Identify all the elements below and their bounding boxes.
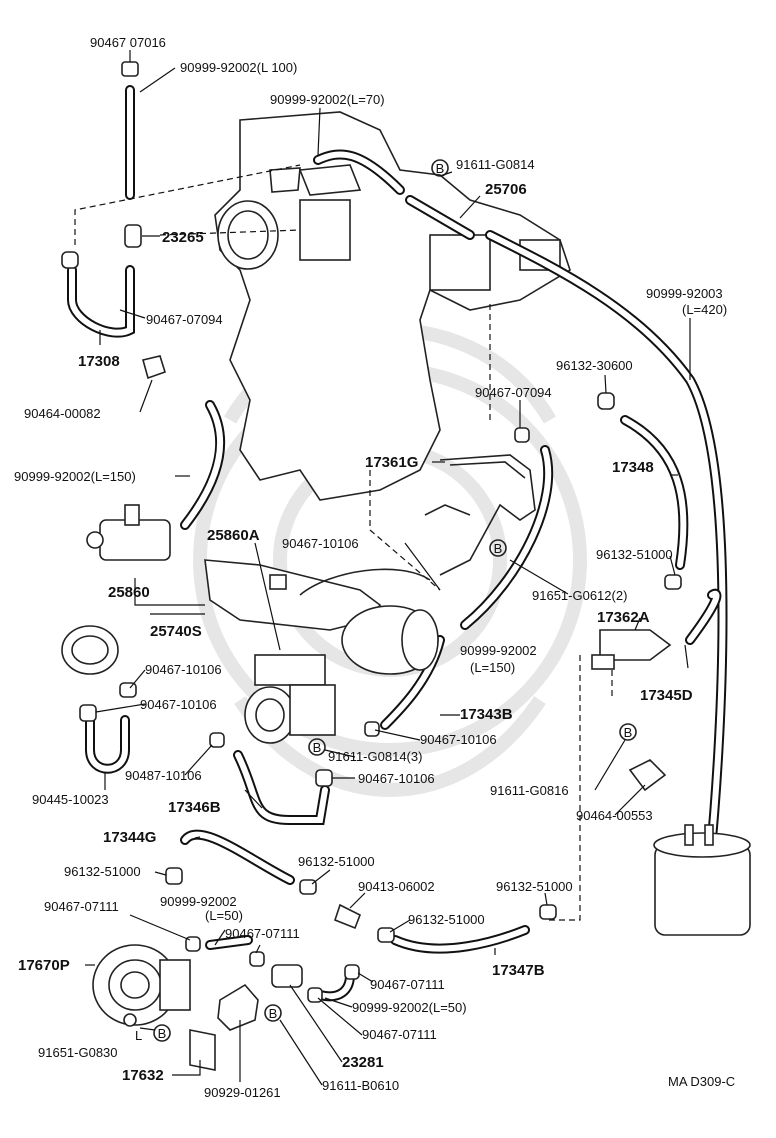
label-l-mark: L xyxy=(135,1028,142,1043)
label-90467-07016: 90467 07016 xyxy=(90,35,166,50)
label-91611-g0816: 91611-G0816 xyxy=(490,783,569,798)
components xyxy=(61,61,751,1071)
b-marker: B xyxy=(313,740,322,755)
label-17344g: 17344G xyxy=(103,829,156,846)
label-17361g: 17361G xyxy=(365,454,418,471)
label-hose-l50-b: (L=50) xyxy=(205,908,243,923)
leader-lines xyxy=(85,50,691,1086)
label-hose-l150-left: 90999-92002(L=150) xyxy=(14,469,136,484)
label-90467-07111-d: 90467-07111 xyxy=(362,1027,437,1042)
b-marker: B xyxy=(624,725,633,740)
b-markers: B B B B B B xyxy=(153,159,637,1042)
label-hose-l50-right: 90999-92002(L=50) xyxy=(352,1000,467,1015)
label-hose-l150-mid-a: 90999-92002 xyxy=(460,643,537,658)
b-marker: B xyxy=(158,1026,167,1041)
label-17670p: 17670P xyxy=(18,957,70,974)
label-96132-51000-bot: 96132-51000 xyxy=(408,912,485,927)
label-17362a: 17362A xyxy=(597,609,650,626)
label-17343b: 17343B xyxy=(460,706,513,723)
label-96132-30600: 96132-30600 xyxy=(556,358,633,373)
label-hose-l420-b: (L=420) xyxy=(682,302,727,317)
label-17308: 17308 xyxy=(78,353,120,370)
label-91611-b0610: 91611-B0610 xyxy=(322,1078,399,1093)
label-90467-10106-a: 90467-10106 xyxy=(282,536,359,551)
label-17347b: 17347B xyxy=(492,962,545,979)
reference-lines xyxy=(74,164,613,921)
label-17345d: 17345D xyxy=(640,687,693,704)
label-90467-07094-left: 90467-07094 xyxy=(146,312,223,327)
part-labels: 90467 07016 90999-92002(L 100) 90999-920… xyxy=(14,35,735,1100)
label-96132-51000-right: 96132-51000 xyxy=(596,547,673,562)
label-90467-10106-c: 90467-10106 xyxy=(140,697,217,712)
label-90413-06002: 90413-06002 xyxy=(358,879,435,894)
b-marker: B xyxy=(269,1006,278,1021)
label-23265: 23265 xyxy=(162,229,204,246)
label-hose-l100: 90999-92002(L 100) xyxy=(180,60,297,75)
label-17346b: 17346B xyxy=(168,799,221,816)
diagram-code: MA D309-C xyxy=(668,1074,735,1089)
label-17632: 17632 xyxy=(122,1067,164,1084)
label-17348: 17348 xyxy=(612,459,654,476)
label-25740s: 25740S xyxy=(150,623,202,640)
label-25706: 25706 xyxy=(485,181,527,198)
label-91611-g0814-top: 91611-G0814 xyxy=(456,157,535,172)
label-90487-10106: 90487-10106 xyxy=(125,768,202,783)
label-91651-g0612: 91651-G0612(2) xyxy=(532,588,627,603)
label-90445-10023: 90445-10023 xyxy=(32,792,109,807)
label-90464-00082: 90464-00082 xyxy=(24,406,101,421)
label-90467-07111-b: 90467-07111 xyxy=(225,926,300,941)
b-marker: B xyxy=(494,541,503,556)
label-23281: 23281 xyxy=(342,1054,384,1071)
label-96132-51000-low: 96132-51000 xyxy=(496,879,573,894)
label-90467-07111-a: 90467-07111 xyxy=(44,899,119,914)
label-96132-51000-left: 96132-51000 xyxy=(64,864,141,879)
label-96132-51000-mid: 96132-51000 xyxy=(298,854,375,869)
label-90929-01261: 90929-01261 xyxy=(204,1085,281,1100)
label-hose-l70: 90999-92002(L=70) xyxy=(270,92,385,107)
label-90467-10106-f: 90467-10106 xyxy=(358,771,435,786)
label-hose-l420-a: 90999-92003 xyxy=(646,286,723,301)
label-hose-l50-a: 90999-92002 xyxy=(160,894,237,909)
label-90467-10106-b: 90467-10106 xyxy=(145,662,222,677)
label-91611-g0814-3: 91611-G0814(3) xyxy=(328,749,422,764)
label-90467-07094-mid: 90467-07094 xyxy=(475,385,552,400)
label-90467-07111-c: 90467-07111 xyxy=(370,977,445,992)
label-hose-l150-mid-b: (L=150) xyxy=(470,660,515,675)
b-marker: B xyxy=(436,161,445,176)
label-25860: 25860 xyxy=(108,584,150,601)
label-91651-g0830: 91651-G0830 xyxy=(38,1045,118,1060)
label-90464-00553: 90464-00553 xyxy=(576,808,653,823)
label-25860a: 25860A xyxy=(207,527,260,544)
label-90467-10106-d: 90467-10106 xyxy=(420,732,497,747)
